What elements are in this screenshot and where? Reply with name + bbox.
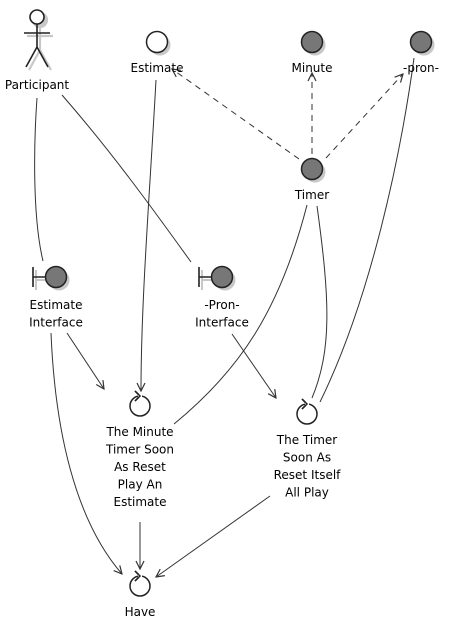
node-label-timer-reset-usecase: Reset Itself [274, 468, 342, 482]
edge-estimate-interface-to-minute-timer-usecase [66, 332, 104, 389]
node-label-minute-timer-usecase: Play An [118, 478, 163, 492]
control-icon [129, 570, 151, 597]
entity-circle-icon [300, 157, 326, 183]
node-estimate: Estimate [130, 30, 184, 75]
edges-layer [34, 57, 415, 577]
node-label-pron-interface: Interface [195, 316, 249, 330]
edge-pron-interface-to-timer-reset-usecase [231, 333, 276, 398]
node-label-timer-reset-usecase: Soon As [283, 451, 331, 465]
node-label-have: Have [125, 605, 156, 619]
edge-estimate-interface-to-have [50, 332, 122, 574]
node-label-minute-timer-usecase: As Reset [114, 460, 166, 474]
boundary-icon [198, 265, 236, 291]
node-label-timer-reset-usecase: The Timer [276, 433, 338, 447]
control-icon [129, 390, 151, 417]
edge-timer-to-estimate [172, 69, 300, 160]
node-pron-interface: -Pron- Interface [195, 265, 249, 330]
edge-participant-to-estimate-interface [34, 97, 44, 262]
edge-participant-to-pron-interface [61, 94, 192, 263]
edge-estimate-to-minute-timer-usecase [141, 79, 157, 391]
edge-timer-to-minute-timer-usecase [173, 204, 308, 425]
node-label-timer: Timer [294, 188, 329, 202]
node-label-minute: Minute [292, 61, 333, 75]
edge-timer-to-pron [325, 74, 403, 159]
node-label-minute-timer-usecase: The Minute [105, 425, 173, 439]
actor-icon [24, 9, 53, 71]
node-timer: Timer [294, 157, 329, 202]
node-participant: Participant [5, 9, 70, 92]
edge-timer-to-timer-reset-usecase [311, 205, 328, 399]
entity-circle-icon [145, 30, 171, 56]
node-label-pron: -pron- [403, 61, 439, 75]
edge-pron-to-timer-reset-usecase [319, 57, 415, 403]
node-label-estimate: Estimate [130, 61, 183, 75]
entity-circle-icon [409, 30, 435, 56]
node-label-estimate-interface: Interface [29, 316, 83, 330]
node-label-minute-timer-usecase: Timer Soon [105, 443, 174, 457]
node-label-timer-reset-usecase: All Play [285, 486, 329, 500]
node-have: Have [125, 570, 156, 619]
entity-circle-icon [300, 30, 326, 56]
node-pron: -pron- [403, 30, 439, 75]
edge-timer-reset-usecase-to-have [156, 495, 271, 577]
node-label-estimate-interface: Estimate [29, 298, 82, 312]
node-label-pron-interface: -Pron- [204, 298, 239, 312]
boundary-icon [32, 265, 70, 291]
node-label-participant: Participant [5, 78, 70, 92]
node-label-minute-timer-usecase: Estimate [113, 495, 166, 509]
control-icon [296, 398, 318, 425]
node-minute: Minute [292, 30, 333, 75]
